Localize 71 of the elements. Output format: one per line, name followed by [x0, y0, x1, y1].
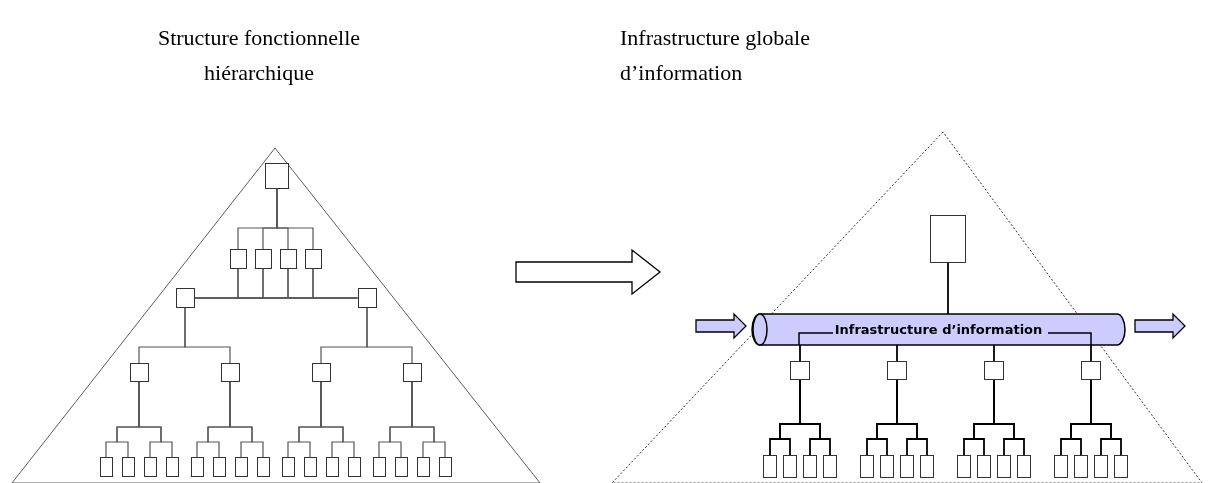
org-box: [303, 457, 317, 477]
connector-line: [276, 188, 314, 250]
org-box: [372, 457, 386, 477]
org-box: [438, 457, 452, 477]
block-arrow: [1134, 312, 1186, 340]
org-box: [1114, 455, 1128, 478]
connector-line: [799, 344, 801, 362]
org-box: [256, 457, 270, 477]
org-box: [887, 361, 907, 380]
connector-line: [366, 307, 413, 364]
org-box: [823, 455, 837, 478]
pipe-label: Infrastructure d’information: [832, 322, 1045, 337]
block-arrow: [515, 248, 662, 296]
connector-line: [896, 379, 928, 456]
connector-line: [947, 262, 949, 315]
section-heading: Structure fonctionnelle hiérarchique: [156, 24, 362, 87]
org-box: [803, 455, 817, 478]
org-box: [416, 457, 430, 477]
connector-line: [1090, 344, 1092, 362]
org-box: [1054, 455, 1068, 478]
connector-line: [312, 268, 359, 299]
org-box: [402, 363, 422, 382]
org-box: [129, 363, 149, 382]
org-box: [279, 249, 297, 269]
org-box: [121, 457, 135, 477]
org-box: [900, 455, 914, 478]
org-box: [165, 457, 179, 477]
org-box: [357, 288, 377, 308]
org-box: [783, 455, 797, 478]
connector-line: [184, 307, 231, 364]
org-box: [143, 457, 157, 477]
connector-line: [1090, 379, 1122, 456]
org-box: [234, 457, 248, 477]
org-box: [957, 455, 971, 478]
org-box: [212, 457, 226, 477]
org-box: [984, 361, 1004, 380]
org-box: [920, 455, 934, 478]
connector-line: [896, 344, 898, 362]
connector-line: [411, 381, 446, 458]
org-box: [229, 249, 247, 269]
connector-line: [229, 381, 264, 458]
connector-line: [993, 379, 1025, 456]
org-box: [790, 361, 810, 380]
org-box: [1081, 361, 1101, 380]
block-arrow: [695, 312, 747, 340]
org-box: [281, 457, 295, 477]
org-box: [763, 455, 777, 478]
org-box: [347, 457, 361, 477]
org-box: [220, 363, 240, 382]
connector-line: [320, 381, 355, 458]
org-box: [930, 215, 966, 263]
org-box: [1017, 455, 1031, 478]
org-box: [304, 249, 322, 269]
org-box: [1094, 455, 1108, 478]
org-box: [265, 163, 289, 189]
org-box: [1074, 455, 1088, 478]
org-box: [394, 457, 408, 477]
connector-line: [799, 379, 831, 456]
org-box: [977, 455, 991, 478]
org-box: [997, 455, 1011, 478]
org-box: [99, 457, 113, 477]
section-heading: Infrastructure globale d’information: [620, 24, 811, 87]
org-box: [175, 288, 195, 308]
connector-line: [993, 344, 995, 362]
org-box: [325, 457, 339, 477]
connector-line: [138, 381, 173, 458]
org-box: [190, 457, 204, 477]
org-box: [880, 455, 894, 478]
org-box: [860, 455, 874, 478]
org-box: [254, 249, 272, 269]
org-box: [311, 363, 331, 382]
